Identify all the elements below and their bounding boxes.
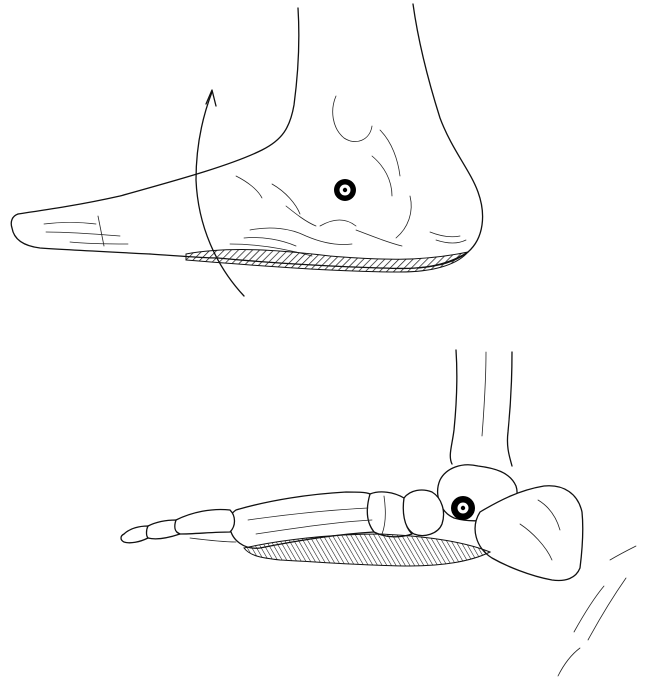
foot-surface-view bbox=[11, 4, 482, 296]
motion-line bbox=[558, 648, 580, 676]
foot-skeleton-view bbox=[121, 350, 636, 676]
motion-line bbox=[574, 586, 604, 632]
motion-line bbox=[610, 546, 636, 560]
phalanx-middle bbox=[145, 520, 180, 539]
toe-outline bbox=[11, 214, 150, 254]
tibia-back-outline bbox=[507, 352, 512, 466]
joint-axis-marker-icon bbox=[451, 496, 475, 520]
motion-line bbox=[588, 578, 626, 640]
tibia-outline bbox=[450, 350, 457, 464]
joint-axis-marker-icon bbox=[334, 179, 356, 201]
rotation-arrow-icon bbox=[196, 92, 244, 296]
phalanx-proximal bbox=[173, 509, 234, 534]
sole-hatching bbox=[186, 250, 468, 272]
malleolus-contour bbox=[333, 96, 372, 142]
leg-back-outline bbox=[413, 4, 483, 268]
phalanx-distal bbox=[121, 526, 148, 543]
leg-front-outline bbox=[18, 8, 299, 214]
